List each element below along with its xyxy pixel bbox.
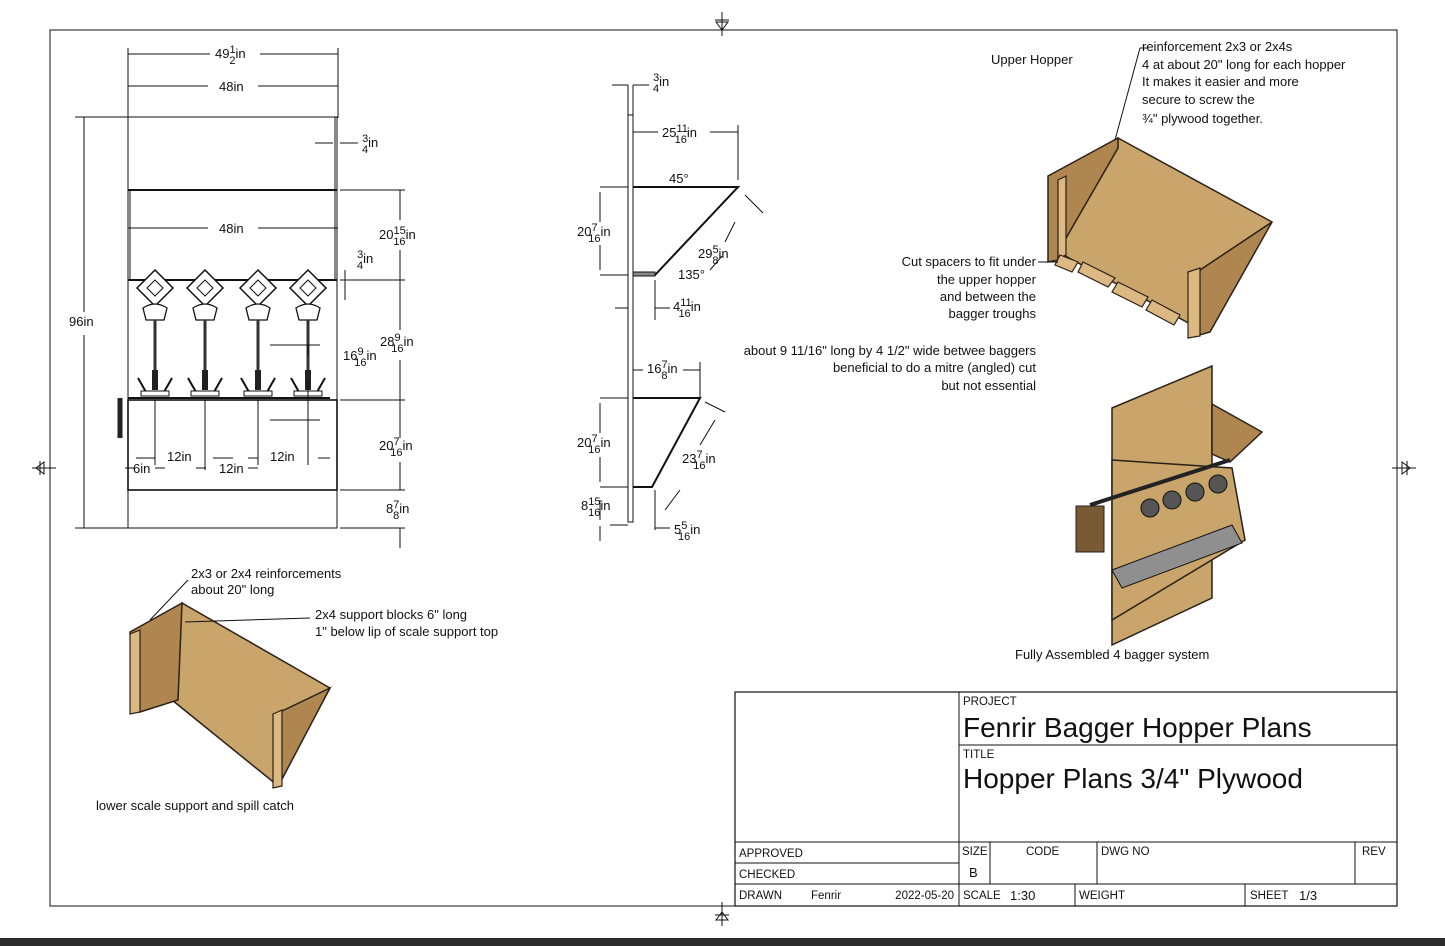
- dimension-label: 96in: [69, 314, 94, 329]
- sheet-value: 1/3: [1299, 888, 1317, 903]
- reinforcement-note: It makes it easier and more: [1142, 74, 1299, 89]
- assembled-illustration: [1075, 364, 1264, 647]
- upper-hopper-label: Upper Hopper: [991, 52, 1073, 67]
- spacer-size-note: beneficial to do a mitre (angled) cut: [833, 360, 1036, 375]
- spacer-size-note: about 9 11/16" long by 4 1/2" wide betwe…: [744, 343, 1037, 358]
- assembled-caption: Fully Assembled 4 bagger system: [1015, 647, 1209, 662]
- spacer-size-note: but not essential: [941, 378, 1036, 393]
- spacers-note: the upper hopper: [937, 272, 1037, 287]
- bagger-symbol: [238, 268, 278, 397]
- project-label: PROJECT: [963, 696, 1017, 708]
- support-blocks-note: 1" below lip of scale support top: [315, 624, 498, 639]
- lower-reinforcement-note: about 20" long: [191, 582, 274, 597]
- annotations: Upper Hopper reinforcement 2x3 or 2x4s 4…: [96, 39, 1346, 813]
- spacers-note: bagger troughs: [949, 306, 1037, 321]
- dimension-label: 12in: [219, 461, 244, 476]
- rev-label: REV: [1362, 846, 1386, 858]
- side-view: [599, 84, 764, 541]
- size-value: B: [969, 865, 978, 880]
- approved-label: APPROVED: [739, 848, 803, 860]
- bottom-bar: [0, 938, 1445, 946]
- scale-label: SCALE: [963, 890, 1001, 902]
- code-label: CODE: [1026, 846, 1060, 858]
- upper-hopper-illustration: [1038, 47, 1274, 339]
- sheet-label: SHEET: [1250, 890, 1288, 902]
- size-label: SIZE: [962, 846, 988, 858]
- drawn-by: Fenrir: [811, 890, 841, 902]
- bagger-symbol: [185, 268, 225, 397]
- dimension-label: 12in: [270, 449, 295, 464]
- drawn-date: 2022-05-20: [895, 890, 954, 902]
- front-view: [75, 48, 405, 548]
- spacers-note: Cut spacers to fit under: [902, 254, 1037, 269]
- dwg-no-label: DWG NO: [1101, 846, 1150, 858]
- dimension-label: 12in: [167, 449, 192, 464]
- lower-support-illustration: [129, 579, 332, 789]
- reinforcement-note: reinforcement 2x3 or 2x4s: [1142, 39, 1293, 54]
- drawn-label: DRAWN: [739, 890, 782, 902]
- lower-reinforcement-note: 2x3 or 2x4 reinforcements: [191, 566, 342, 581]
- bagger-symbol: [288, 268, 328, 397]
- reinforcement-note: secure to screw the: [1142, 92, 1255, 107]
- dimension-label: 6in: [133, 461, 150, 476]
- scale-value: 1:30: [1010, 888, 1035, 903]
- drawing-title: Hopper Plans 3/4" Plywood: [963, 763, 1303, 794]
- lower-caption: lower scale support and spill catch: [96, 798, 294, 813]
- title-label: TITLE: [963, 749, 995, 761]
- project-name: Fenrir Bagger Hopper Plans: [963, 712, 1312, 743]
- bagger-symbol: [135, 268, 175, 397]
- reinforcement-note: 4 at about 20" long for each hopper: [1142, 57, 1346, 72]
- center-marks: [32, 12, 1416, 926]
- weight-label: WEIGHT: [1079, 890, 1125, 902]
- spacers-note: and between the: [940, 289, 1036, 304]
- dimension-label: 45°: [669, 171, 689, 186]
- title-block: PROJECT Fenrir Bagger Hopper Plans TITLE…: [734, 691, 1398, 907]
- support-blocks-note: 2x4 support blocks 6" long: [315, 607, 467, 622]
- dimension-label: 135°: [678, 267, 705, 282]
- reinforcement-note: ¾" plywood together.: [1142, 111, 1263, 126]
- checked-label: CHECKED: [739, 869, 795, 881]
- dimension-label: 48in: [219, 221, 244, 236]
- dimension-label: 48in: [219, 79, 244, 94]
